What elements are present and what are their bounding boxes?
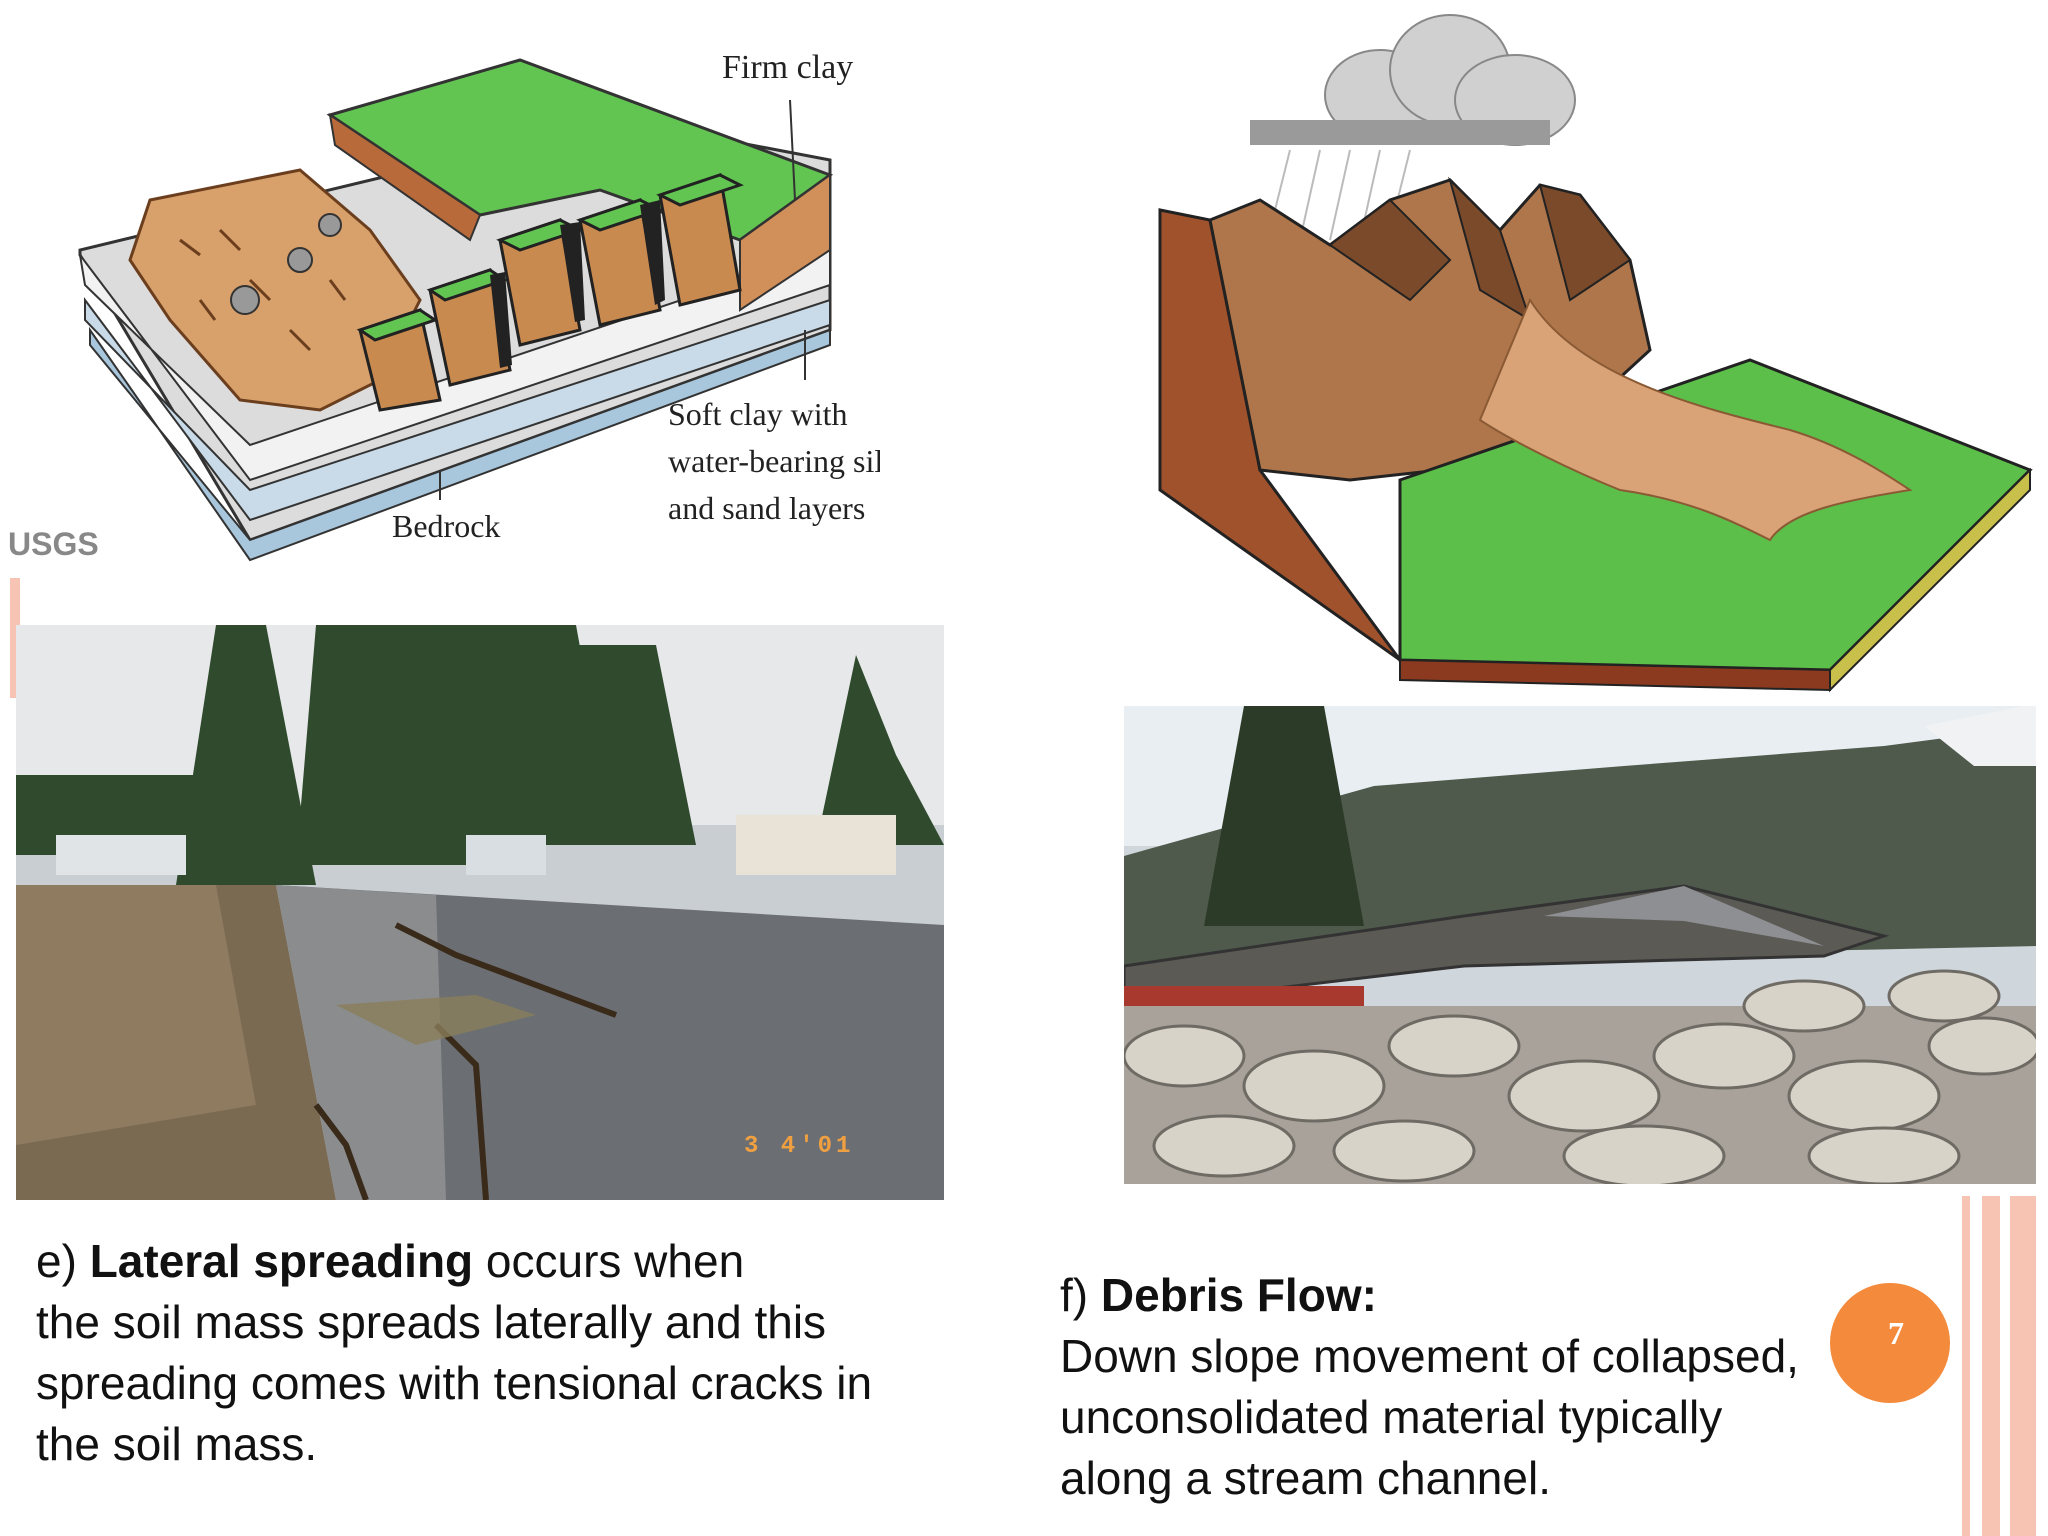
lateral-spreading-diagram: Firm clay Soft clay with water-bearing s…	[0, 0, 880, 570]
debris-flow-photo	[1124, 706, 2036, 1184]
caption-f-line-2: Down slope movement of collapsed,	[1060, 1330, 1799, 1382]
caption-f-line-3: unconsolidated material typically	[1060, 1391, 1723, 1443]
caption-debris-flow: f) Debris Flow: Down slope movement of c…	[1060, 1265, 1960, 1509]
label-soft-clay-line-3: and sand layers	[668, 490, 865, 526]
right-accent-stripe-3	[2010, 1196, 2036, 1536]
caption-e-line-1: e) Lateral spreading occurs when	[36, 1235, 745, 1287]
usgs-credit: USGS	[8, 526, 99, 562]
debris-flow-diagram	[1150, 0, 2048, 700]
left-accent-stripe	[10, 578, 20, 698]
label-soft-clay-line-1: Soft clay with	[668, 396, 848, 432]
label-firm-clay: Firm clay	[722, 49, 853, 86]
lateral-spreading-photo: 3 4'01	[16, 625, 944, 1200]
caption-f-line-4: along a stream channel.	[1060, 1452, 1551, 1504]
page-number: 7	[1888, 1314, 1904, 1351]
caption-e-line-4: the soil mass.	[36, 1418, 318, 1470]
label-soft-clay-line-2: water-bearing silt	[668, 443, 880, 479]
term-lateral-spreading: Lateral spreading	[89, 1235, 474, 1287]
caption-lateral-spreading: e) Lateral spreading occurs when the soi…	[36, 1231, 986, 1475]
right-accent-stripe-2	[1982, 1196, 2000, 1536]
right-accent-stripe-1	[1962, 1196, 1970, 1536]
page-number-badge: 7	[1830, 1283, 1950, 1403]
caption-f-line-1: f) Debris Flow:	[1060, 1269, 1377, 1321]
caption-e-line-3: spreading comes with tensional cracks in	[36, 1357, 873, 1409]
label-bedrock: Bedrock	[392, 508, 500, 544]
caption-e-line-2: the soil mass spreads laterally and this	[36, 1296, 827, 1348]
photo-date-stamp: 3 4'01	[744, 1133, 855, 1160]
cloud-icon	[1250, 14, 1576, 146]
term-debris-flow: Debris Flow:	[1100, 1269, 1377, 1321]
